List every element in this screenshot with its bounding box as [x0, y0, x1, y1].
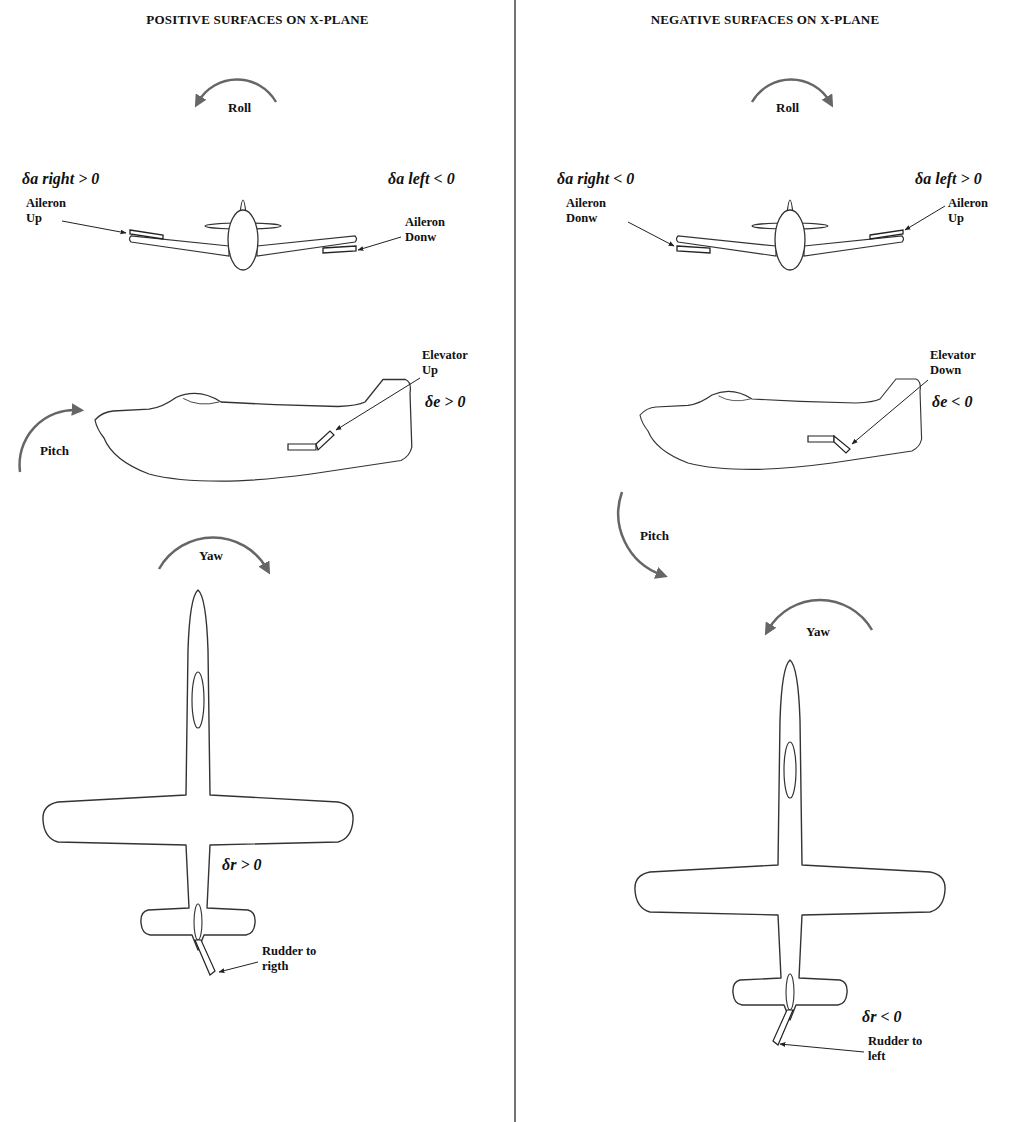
deflection-sign: δa right > 0 [22, 170, 99, 188]
deflection-sign: δr > 0 [222, 856, 262, 874]
elevator-up [288, 431, 334, 450]
deflection-sign: δa left < 0 [388, 170, 455, 188]
column-divider [514, 0, 516, 1122]
motion-name: Roll [776, 100, 799, 116]
leader-line [852, 380, 928, 444]
column-heading: NEGATIVE SURFACES ON X-PLANE [530, 12, 1000, 28]
motion-name: Pitch [640, 528, 669, 544]
deflection-sign: δe < 0 [932, 393, 972, 411]
leader-line [336, 378, 420, 430]
top-view-plane [635, 660, 945, 1045]
deflection-sign: δa right < 0 [557, 170, 634, 188]
surface-name: Rudder to rigth [262, 944, 324, 974]
front-view-plane [130, 200, 357, 270]
pitch-arrow [20, 410, 78, 472]
leader-line [905, 206, 945, 230]
roll-arrow [198, 79, 276, 102]
surface-name: Aileron Donw [566, 196, 626, 226]
elevator-down [808, 436, 850, 453]
roll-arrow [752, 79, 830, 102]
deflection-sign: δa left > 0 [915, 170, 982, 188]
deflection-sign: δr < 0 [862, 1008, 902, 1026]
leader-line [219, 962, 258, 972]
side-view-plane [95, 380, 412, 482]
leader-line [628, 222, 674, 246]
leader-line [780, 1044, 864, 1052]
motion-name: Pitch [40, 443, 69, 459]
yaw-arrow [159, 537, 267, 569]
motion-name: Yaw [806, 624, 830, 640]
motion-name: Roll [228, 100, 251, 116]
deflection-sign: δe > 0 [425, 393, 465, 411]
surface-name: Elevator Down [930, 348, 994, 378]
column-heading: POSITIVE SURFACES ON X-PLANE [20, 12, 495, 28]
motion-name: Yaw [199, 548, 223, 564]
surface-name: Aileron Donw [405, 215, 465, 245]
front-view-plane [677, 200, 904, 270]
surface-name: Aileron Up [26, 196, 84, 226]
surface-name: Rudder to left [868, 1034, 930, 1064]
top-view-plane [43, 590, 353, 975]
leader-line [358, 237, 401, 250]
leader-line [62, 221, 126, 233]
surface-name: Elevator Up [422, 348, 484, 378]
side-view-plane [640, 379, 922, 469]
surface-name: Aileron Up [948, 196, 1006, 226]
